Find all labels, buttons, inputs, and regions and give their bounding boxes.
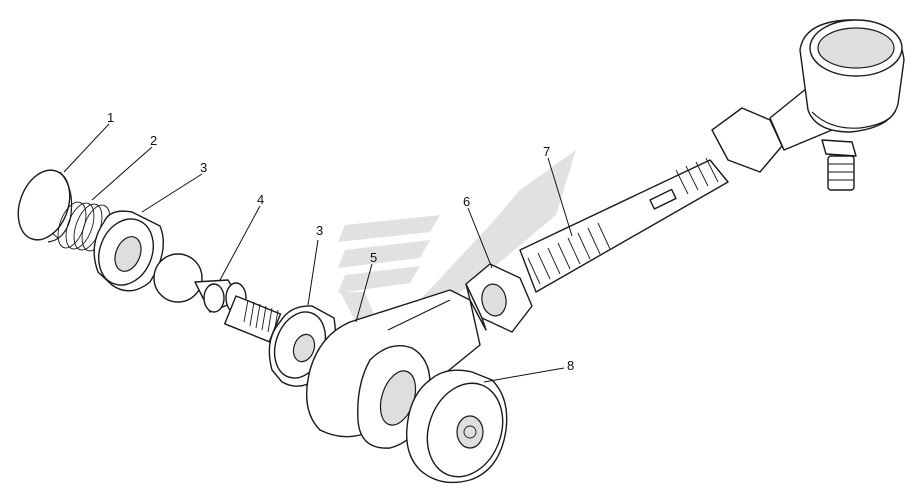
callout-8: 8 [483, 358, 574, 383]
watermark-logo [338, 150, 576, 330]
part-bushing-left [93, 210, 164, 292]
callout-7: 7 [543, 144, 573, 237]
part-end-plug [405, 369, 508, 484]
callout-label-1: 1 [107, 110, 114, 125]
callout-label-7: 7 [543, 144, 550, 159]
callout-2: 2 [91, 133, 157, 201]
callout-label-8: 8 [567, 358, 574, 373]
callout-4: 4 [219, 192, 264, 281]
part-ball-stud [153, 253, 282, 343]
callout-6: 6 [463, 194, 493, 269]
callout-5: 5 [355, 250, 377, 323]
callout-label-4: 4 [257, 192, 264, 207]
callout-label-3a: 3 [200, 160, 207, 175]
callout-label-5: 5 [370, 250, 377, 265]
callout-label-3b: 3 [316, 223, 323, 238]
callout-label-6: 6 [463, 194, 470, 209]
callout-3b: 3 [307, 223, 323, 306]
part-nut [465, 263, 533, 333]
part-spring [51, 201, 111, 252]
part-threaded-rod [519, 157, 729, 293]
part-cap [17, 169, 73, 243]
callout-3a: 3 [141, 160, 207, 213]
part-tie-rod-end [711, 19, 905, 191]
callout-label-2: 2 [150, 133, 157, 148]
callout-1: 1 [63, 110, 114, 173]
